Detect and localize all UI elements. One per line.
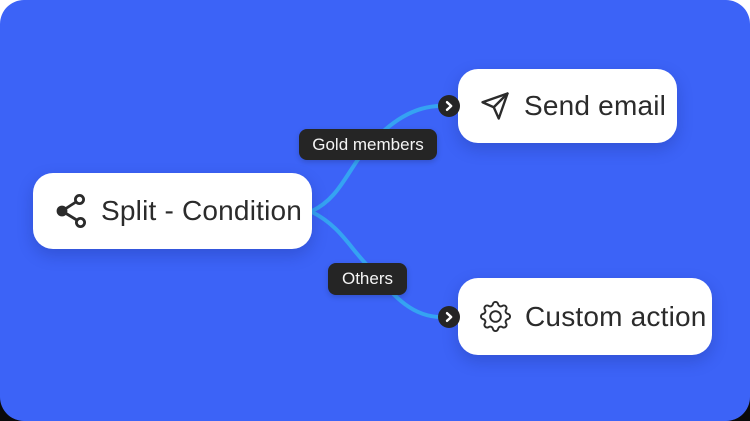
send-email-node[interactable]: Send email [458,69,677,143]
send-email-entry-dot[interactable] [438,95,460,117]
gear-icon [480,301,511,332]
branch-label-gold-members[interactable]: Gold members [299,129,437,160]
send-email-label: Send email [524,90,667,121]
branch-label-others[interactable]: Others [328,263,407,295]
custom-action-label: Custom action [525,300,707,332]
split-icon [55,193,87,229]
chevron-right-icon [445,101,453,112]
gold-members-text: Gold members [312,134,424,154]
send-icon [480,91,510,121]
split-condition-node[interactable]: Split - Condition [33,173,312,249]
others-text: Others [341,269,394,288]
split-condition-label: Split - Condition [101,195,303,226]
chevron-right-icon [445,312,453,323]
custom-action-entry-dot[interactable] [438,306,460,328]
custom-action-node[interactable]: Custom action [458,278,712,355]
